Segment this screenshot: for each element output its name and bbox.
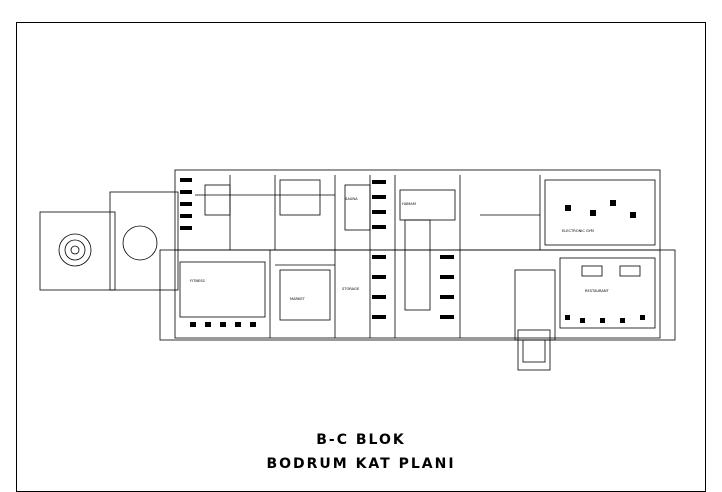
drawing-title-floor: BODRUM KAT PLANI (266, 456, 456, 472)
room-label-storage: STORAGE (342, 287, 360, 291)
main-block-outline (174, 169, 661, 339)
room-label-electronic-gym: ELECTRONIC GYM (562, 229, 594, 233)
left-pavilion (39, 211, 116, 291)
lift-shaft (517, 329, 551, 371)
room-label-market: MARKET (290, 297, 306, 301)
room-label-hamam: HAMAM (402, 202, 416, 206)
floor-plan: FITNESS ELECTRONIC GYM MARKET SAUNA HAMA… (39, 169, 676, 371)
room-label-restaurant: RESTAURANT (585, 289, 610, 293)
rotunda-ring (58, 233, 92, 267)
rotunda-inner (64, 239, 86, 261)
stair-core (514, 269, 556, 341)
drawing-title-block: B-C BLOK (316, 432, 406, 448)
left-connector (109, 191, 179, 291)
rotunda-core (70, 245, 80, 255)
octagon-hall (122, 225, 158, 261)
room-label-fitness: FITNESS (190, 279, 206, 283)
room-label-sauna: SAUNA (345, 197, 358, 201)
pool (404, 219, 431, 311)
